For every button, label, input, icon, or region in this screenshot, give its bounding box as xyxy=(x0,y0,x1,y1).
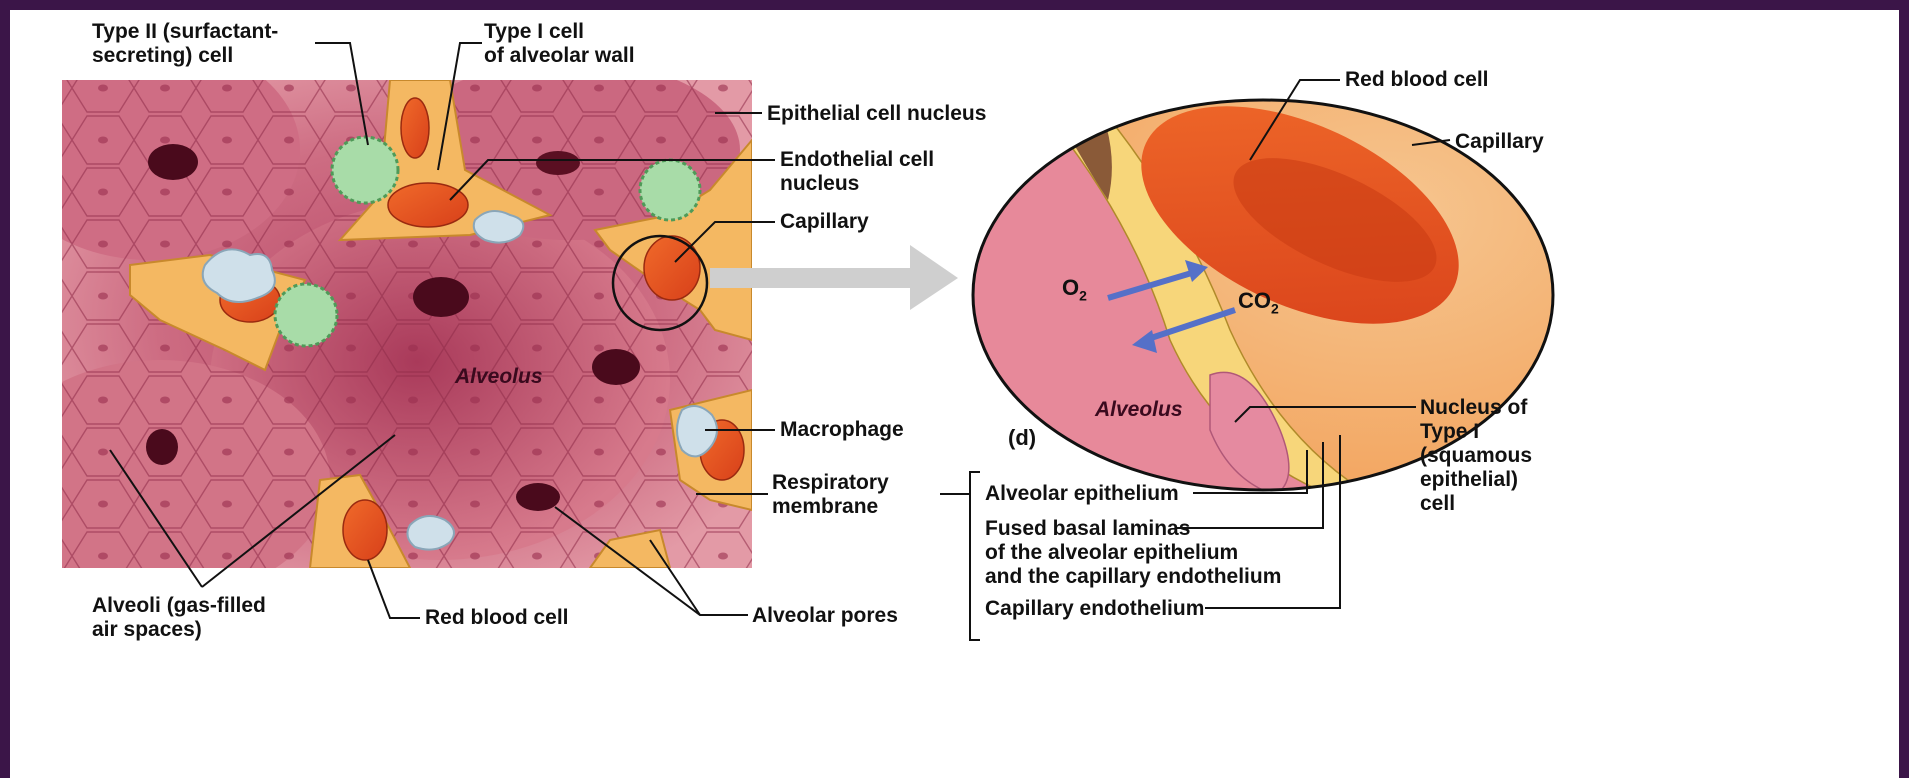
alveolar-pore xyxy=(592,349,640,385)
label-alveolus-left: Alveolus xyxy=(455,365,543,389)
label-capillary: Capillary xyxy=(780,210,869,234)
label-fused-basal-laminas: Fused basal laminas of the alveolar epit… xyxy=(985,517,1281,589)
diagram-canvas: Type II (surfactant- secreting) cell Typ… xyxy=(10,10,1899,778)
label-type-i-cell: Type I cell of alveolar wall xyxy=(484,20,635,68)
label-alveolar-epithelium: Alveolar epithelium xyxy=(985,482,1179,506)
label-alveoli: Alveoli (gas-filled air spaces) xyxy=(92,594,266,642)
label-panel-d: (d) xyxy=(1008,426,1036,450)
label-o2: O2 xyxy=(1062,275,1087,303)
alveolar-pore xyxy=(516,483,560,511)
label-capillary-endothelium: Capillary endothelium xyxy=(985,597,1204,621)
label-red-blood-cell-left: Red blood cell xyxy=(425,606,569,630)
alveolar-tissue-panel xyxy=(10,40,752,600)
label-endothelial-cell-nucleus: Endothelial cell nucleus xyxy=(780,148,934,196)
label-epithelial-cell-nucleus: Epithelial cell nucleus xyxy=(767,102,986,126)
label-alveolus-right: Alveolus xyxy=(1095,398,1183,422)
label-red-blood-cell-right: Red blood cell xyxy=(1345,68,1489,92)
label-respiratory-membrane: Respiratory membrane xyxy=(772,471,889,519)
alveolar-pore xyxy=(148,144,198,180)
alveolar-pore xyxy=(146,429,178,465)
alveolar-pore xyxy=(536,151,580,175)
label-nucleus-type-i: Nucleus of Type I (squamous epithelial) … xyxy=(1420,396,1532,516)
label-type-ii-cell: Type II (surfactant- secreting) cell xyxy=(92,20,278,68)
label-macrophage: Macrophage xyxy=(780,418,904,442)
label-alveolar-pores: Alveolar pores xyxy=(752,604,898,628)
label-co2: CO2 xyxy=(1238,288,1279,316)
alveolar-pore xyxy=(413,277,469,317)
label-capillary-right: Capillary xyxy=(1455,130,1544,154)
